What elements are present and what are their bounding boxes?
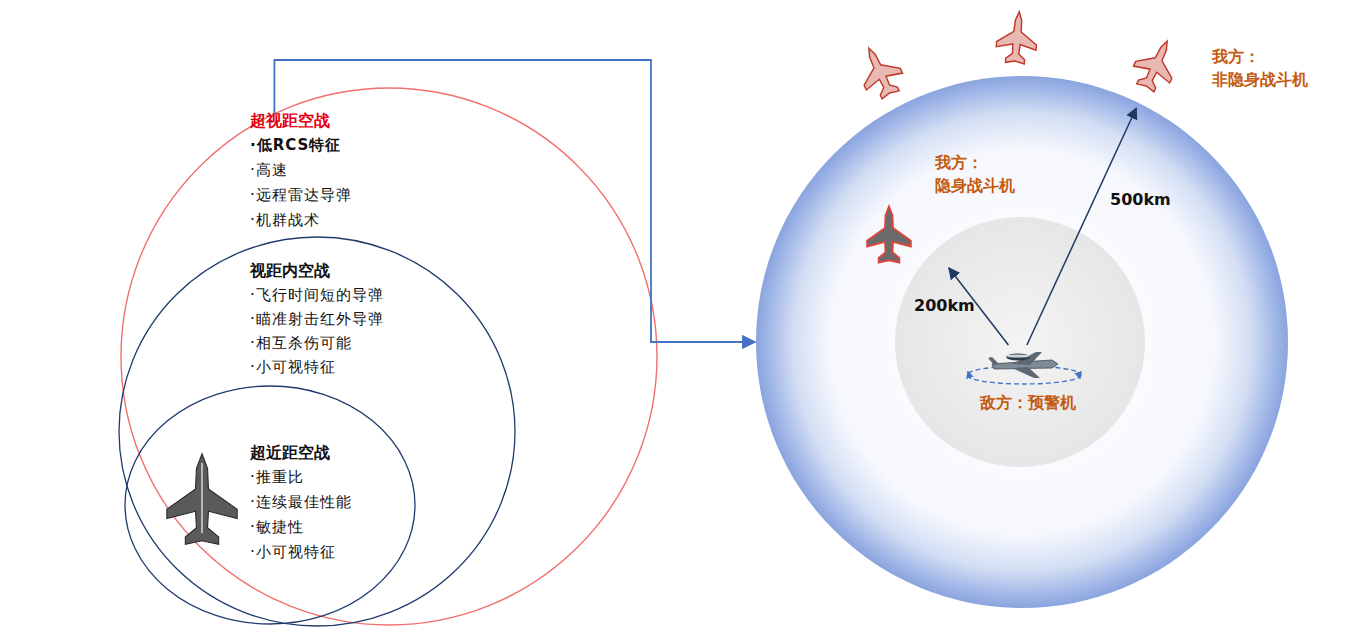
fighter xyxy=(851,40,909,103)
unit-label: 我方： 非隐身战斗机 xyxy=(1212,45,1316,91)
text-block: 我方： 隐身战斗机 xyxy=(935,151,1023,197)
wvr-zone: 超近距空战·推重比·连续最佳性能·敏捷性·小可视特征视距内空战·飞行时间短的导弹… xyxy=(118,236,516,627)
close-zone: 超近距空战·推重比·连续最佳性能·敏捷性·小可视特征 xyxy=(124,385,416,625)
bullet-item: ·连续最佳性能 xyxy=(250,490,352,515)
distance-label: 200km xyxy=(912,296,977,315)
bullet-item: ·小可视特征 xyxy=(250,355,384,379)
range-arrow xyxy=(1027,108,1136,345)
zone-outline xyxy=(120,87,658,626)
bullet-item: ·高速 xyxy=(250,158,352,183)
distance-label: 500km xyxy=(1108,190,1173,209)
bullet-item: ·相互杀伤可能 xyxy=(250,331,384,355)
fighter xyxy=(995,10,1039,65)
zone-title: 超视距空战 xyxy=(250,108,352,133)
bullet-item: ·飞行时间短的导弹 xyxy=(250,283,384,307)
zone-ellipse xyxy=(121,88,657,625)
bullet-item: ·远程雷达导弹 xyxy=(250,183,352,208)
stealth-fighter xyxy=(867,206,911,262)
bullet-item: ·机群战术 xyxy=(250,208,352,233)
fighter-icon xyxy=(167,454,237,545)
zone-ellipse xyxy=(119,237,515,626)
zone-ellipse xyxy=(125,386,415,624)
text-block: 超视距空战·低RCS特征·高速·远程雷达导弹·机群战术 xyxy=(250,108,352,233)
bullet-item: ·瞄准射击红外导弹 xyxy=(250,307,384,331)
bvr-zone: 超近距空战·推重比·连续最佳性能·敏捷性·小可视特征视距内空战·飞行时间短的导弹… xyxy=(120,87,658,626)
bullet-item: ·低RCS特征 xyxy=(250,133,352,158)
awacs-icon xyxy=(967,352,1081,384)
fighter xyxy=(1127,33,1185,96)
bullet-item: ·推重比 xyxy=(250,465,352,490)
zone-title: 超近距空战 xyxy=(250,440,352,465)
zone-title: 视距内空战 xyxy=(250,259,384,283)
unit-label: 我方： 隐身战斗机 xyxy=(935,151,1023,197)
text-block: 我方： 非隐身战斗机 xyxy=(1212,45,1316,91)
text-block: 视距内空战·飞行时间短的导弹·瞄准射击红外导弹·相互杀伤可能·小可视特征 xyxy=(250,259,384,379)
bullet-item: ·小可视特征 xyxy=(250,540,352,565)
bullet-item: ·敏捷性 xyxy=(250,515,352,540)
inner-zone xyxy=(895,217,1145,467)
link-connector xyxy=(274,60,755,342)
text-block: 超近距空战·推重比·连续最佳性能·敏捷性·小可视特征 xyxy=(250,440,352,565)
text-block: 敌方：预警机 xyxy=(980,393,1076,413)
fighter-group-node: 我方： 非隐身战斗机 xyxy=(845,8,1325,108)
radar-disc xyxy=(756,76,1288,608)
unit-label: 敌方：预警机 xyxy=(980,393,1076,413)
